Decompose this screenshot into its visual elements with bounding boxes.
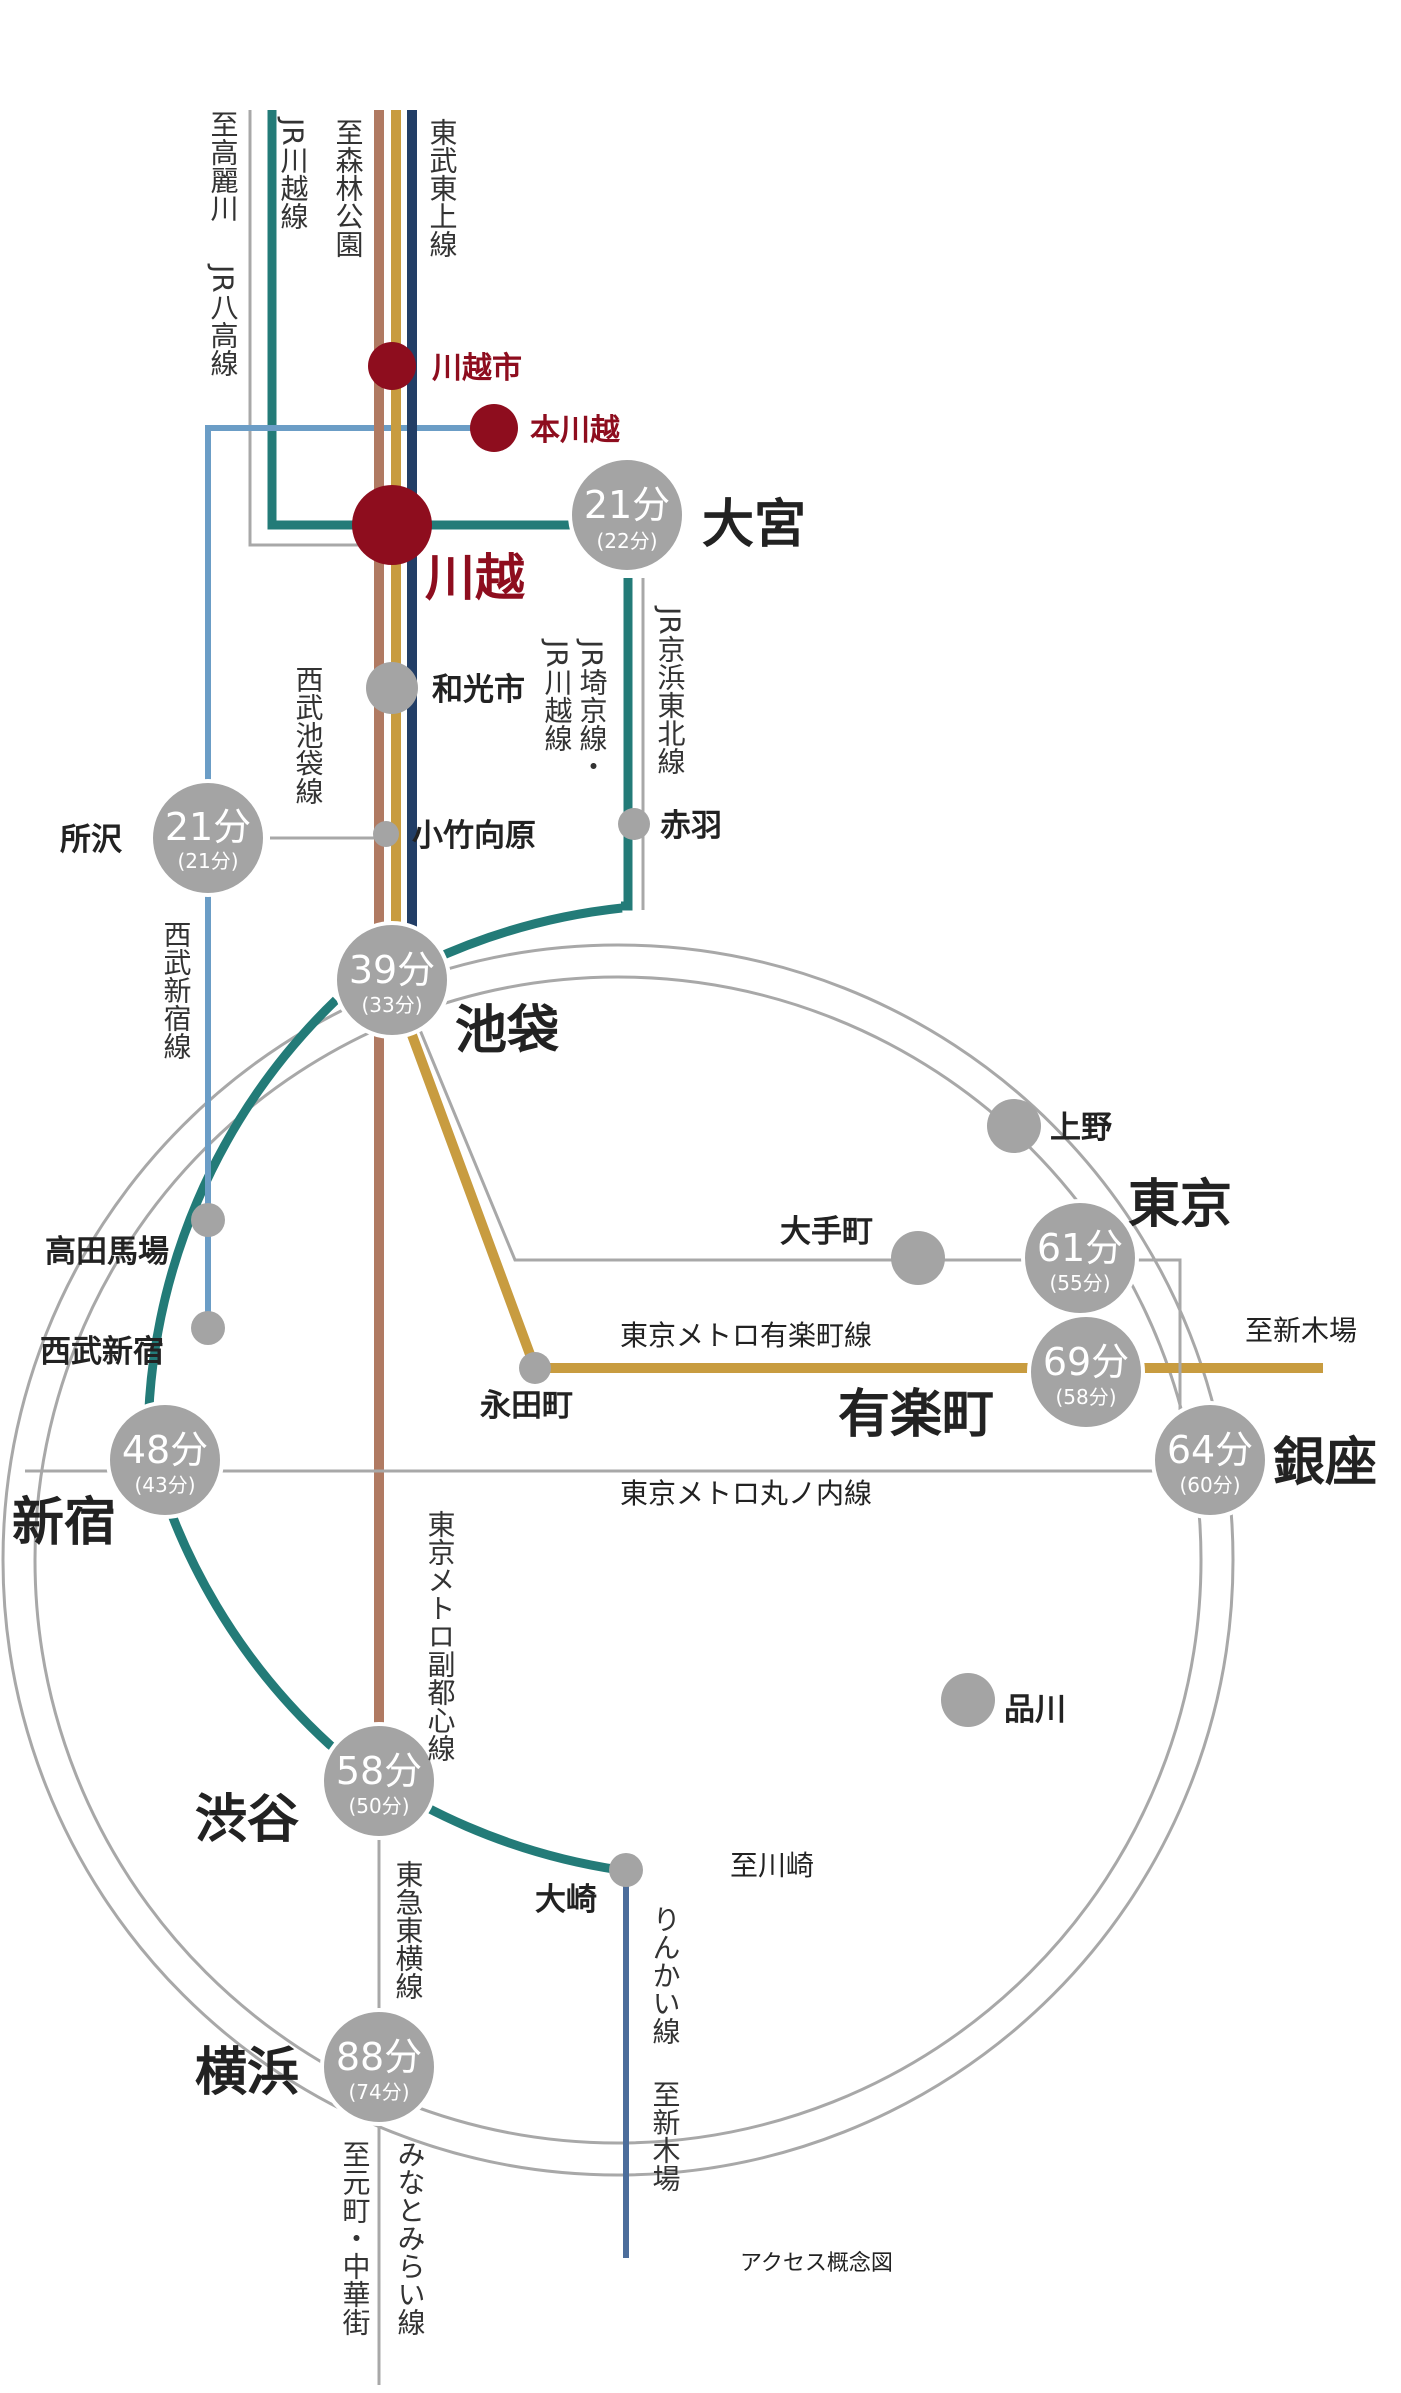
- station-wakoshi: [366, 662, 418, 714]
- svg-text:48分: 48分: [122, 1428, 208, 1472]
- label-tokyo: 東京: [1128, 1175, 1232, 1235]
- bubble-omiya: 21分 (22分): [568, 456, 686, 574]
- label-rinkai: りんかい線: [649, 1905, 682, 2045]
- label-osaki: 大崎: [535, 1882, 597, 1918]
- station-osaki: [609, 1853, 643, 1887]
- label-kotakemukaihara: 小竹向原: [412, 818, 536, 854]
- label-ginza: 銀座: [1273, 1433, 1377, 1493]
- label-seibushinjuku: 西武新宿: [40, 1334, 164, 1370]
- label-honkawagoe: 本川越: [530, 413, 621, 448]
- label-jr-kawagoe-top: JR川越線: [277, 116, 310, 230]
- svg-text:(22分): (22分): [596, 529, 657, 553]
- label-otemachi: 大手町: [780, 1214, 873, 1250]
- yamanote-inner: [33, 975, 1203, 2145]
- station-kotakemukaihara: [373, 821, 399, 847]
- label-shibuya: 渋谷: [195, 1790, 299, 1850]
- label-tobu-tojo: 東武東上線: [426, 118, 459, 258]
- label-to-shinkiba-bottom: 至新木場: [649, 2080, 682, 2192]
- bubble-yokohama: 88分 (74分): [320, 2008, 438, 2126]
- svg-text:(21分): (21分): [177, 849, 238, 873]
- label-yurakucho: 有楽町: [838, 1385, 994, 1445]
- label-yurakucho-line: 東京メトロ有楽町線: [620, 1319, 872, 1352]
- bubble-ikebukuro: 39分 (33分): [333, 921, 451, 1039]
- station-kawagoeshi: [368, 342, 416, 390]
- station-nagatacho: [519, 1352, 551, 1384]
- station-kawagoe: [352, 485, 432, 565]
- label-kawagoe: 川越: [425, 549, 526, 607]
- svg-text:64分: 64分: [1167, 1428, 1253, 1472]
- svg-text:58分: 58分: [336, 1749, 422, 1793]
- jr-hachiko-line: [248, 110, 380, 547]
- svg-text:(50分): (50分): [348, 1794, 409, 1818]
- svg-text:88分: 88分: [336, 2035, 422, 2079]
- bubble-shibuya: 58分 (50分): [320, 1722, 438, 1840]
- label-jr-hachiko: JR八高線: [207, 263, 240, 377]
- svg-text:(74分): (74分): [348, 2080, 409, 2104]
- label-shinagawa: 品川: [1004, 1692, 1066, 1728]
- svg-text:39分: 39分: [349, 948, 435, 992]
- label-jr-saikyo: JR埼京線・: [576, 638, 609, 780]
- svg-text:(33分): (33分): [361, 993, 422, 1017]
- bubble-shinjuku: 48分 (43分): [106, 1401, 224, 1519]
- svg-text:69分: 69分: [1043, 1340, 1129, 1384]
- station-takadanobaba: [191, 1203, 225, 1237]
- label-shinjuku: 新宿: [12, 1493, 116, 1553]
- label-jr-keihin: JR京浜東北線: [654, 605, 687, 775]
- label-takadanobaba: 高田馬場: [45, 1234, 169, 1270]
- label-tokorozawa: 所沢: [60, 822, 123, 858]
- label-to-komagawa: 至高麗川: [207, 110, 240, 222]
- label-fukutoshin: 東京メトロ副都心線: [424, 1510, 457, 1762]
- yamanote-outer: [1, 943, 1235, 2177]
- svg-text:61分: 61分: [1037, 1226, 1123, 1270]
- label-akabane: 赤羽: [660, 808, 722, 844]
- svg-text:(55分): (55分): [1049, 1271, 1110, 1295]
- label-to-shinkiba-right: 至新木場: [1245, 1314, 1357, 1347]
- label-jr-kawagoe-saikyo: JR川越線: [541, 638, 574, 752]
- marunouchi-line: [418, 1029, 1182, 1455]
- bubble-yurakucho: 69分 (58分): [1027, 1313, 1145, 1431]
- svg-text:21分: 21分: [165, 805, 251, 849]
- station-otemachi: [891, 1231, 945, 1285]
- caption: アクセス概念図: [740, 2251, 893, 2276]
- station-shinagawa: [941, 1673, 995, 1727]
- label-to-kawasaki: 至川崎: [730, 1849, 814, 1882]
- label-tokyu-toyoko: 東急東横線: [392, 1860, 425, 2000]
- label-nagatacho: 永田町: [480, 1388, 573, 1424]
- svg-text:21分: 21分: [584, 483, 670, 527]
- jr-saikyo-arc: [143, 996, 621, 1875]
- label-ueno: 上野: [1050, 1110, 1112, 1146]
- label-to-motomachi: 至元町・中華街: [339, 2140, 372, 2336]
- label-kawagoeshi: 川越市: [432, 351, 522, 386]
- station-akabane: [618, 808, 650, 840]
- label-ikebukuro: 池袋: [455, 1001, 559, 1061]
- svg-text:(43分): (43分): [134, 1473, 195, 1497]
- bubble-tokyo: 61分 (55分): [1021, 1199, 1139, 1317]
- svg-text:(60分): (60分): [1179, 1473, 1240, 1497]
- station-ueno: [987, 1099, 1041, 1153]
- label-marunouchi-line: 東京メトロ丸ノ内線: [620, 1477, 872, 1510]
- label-seibu-ikebukuro: 西武池袋線: [292, 665, 325, 805]
- bubble-tokorozawa: 21分 (21分): [149, 779, 267, 897]
- label-minatomirai: みなとみらい線: [394, 2140, 427, 2336]
- station-honkawagoe: [470, 404, 518, 452]
- label-yokohama: 横浜: [195, 2043, 299, 2103]
- label-seibu-shinjuku: 西武新宿線: [160, 920, 193, 1060]
- jr-kawagoe-line: [267, 110, 390, 530]
- label-omiya: 大宮: [702, 495, 806, 555]
- label-to-shinrin: 至森林公園: [332, 118, 365, 258]
- station-seibushinjuku: [191, 1311, 225, 1345]
- svg-text:(58分): (58分): [1055, 1385, 1116, 1409]
- label-wakoshi: 和光市: [432, 672, 525, 708]
- bubble-ginza: 64分 (60分): [1151, 1401, 1269, 1519]
